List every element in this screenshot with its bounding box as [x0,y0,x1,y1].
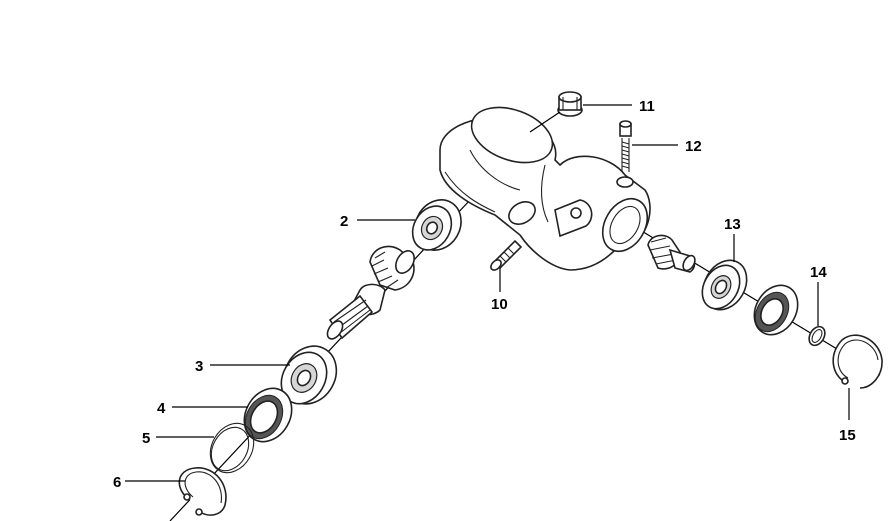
part-3-bearing [280,345,338,405]
callout-15: 15 [839,427,856,444]
part-2-bearing [411,199,462,251]
callout-12: 12 [685,138,702,155]
callout-5: 5 [142,430,150,447]
bevel-gear-shaft [326,245,415,340]
part-10-screw [490,239,523,271]
callout-4: 4 [157,400,166,417]
callout-6: 6 [113,474,121,491]
part-11-plug [557,91,583,117]
callout-10: 10 [491,296,508,313]
part-14-ring [808,325,826,347]
leader-11b [529,111,561,133]
callout-14: 14 [810,264,827,281]
part-15-circlip [832,334,883,389]
part-4-seal [243,387,293,443]
callout-13: 13 [724,216,741,233]
pinion-gear [647,234,696,273]
callout-2: 2 [340,213,348,230]
part-13-bearing [701,259,748,311]
part-12-screw [619,120,632,172]
gear-housing [439,106,651,271]
part-5-ring [209,422,255,474]
part-6-circlip [178,467,227,516]
callout-3: 3 [195,358,203,375]
right-seal [753,284,799,336]
callout-11: 11 [639,98,655,115]
